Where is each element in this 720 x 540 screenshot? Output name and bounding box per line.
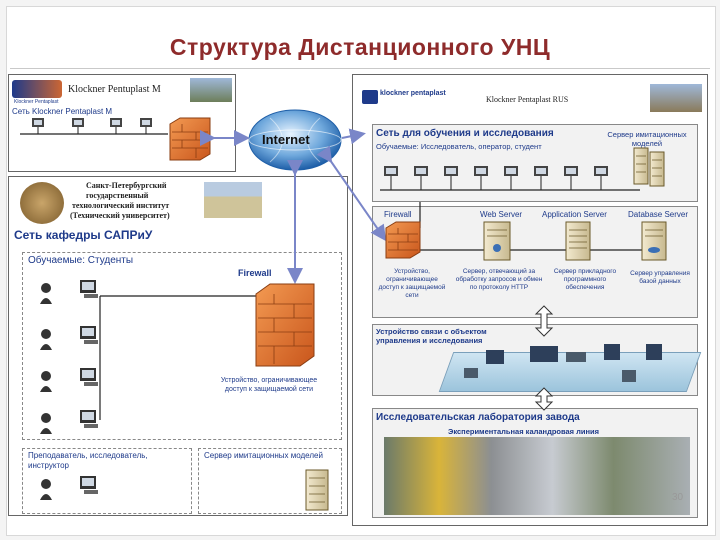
computer-icon (564, 166, 578, 190)
web-server-icon (483, 221, 511, 261)
klockner-m-logo-text: Klockner Pentaplast (14, 99, 59, 105)
klockner-rus-building-photo (650, 84, 702, 112)
klockner-rus-logo-text: klockner pentaplast (380, 90, 446, 97)
klockner-m-network (20, 117, 211, 161)
university-name-line3: технологический институт (72, 201, 170, 210)
student-computer-icon (40, 280, 98, 304)
university-name-line4: (Технический университет) (70, 211, 170, 220)
rus-firewall-icon (385, 221, 421, 259)
computer-icon (140, 118, 152, 134)
firewall-icon (169, 117, 211, 161)
teacher-computer-icon (40, 476, 98, 500)
dept-network-label: Сеть кафедры САПРиУ (14, 228, 153, 242)
connection-arrows (200, 128, 387, 284)
klockner-m-company: Klockner Pentuplast M (68, 84, 161, 95)
university-emblem-icon (20, 182, 64, 224)
klockner-m-building-photo (190, 78, 232, 102)
sim-server-icon (305, 469, 329, 511)
research-network (380, 147, 665, 191)
university-name-line1: Санкт-Петербургский (86, 181, 167, 190)
vertical-link-arrows (534, 305, 554, 411)
computer-icon (594, 166, 608, 190)
db-server-icon (641, 221, 667, 261)
teacher-zone (22, 448, 192, 514)
computer-icon (444, 166, 458, 190)
university-building-photo (204, 182, 262, 218)
research-sim-server-icon (633, 147, 665, 187)
student-computer-icon (40, 410, 98, 434)
app-server-icon (565, 221, 591, 261)
server-name-firewall: Firewall (384, 210, 412, 219)
server-caption-app: Сервер прикладного программного обеспече… (553, 268, 617, 291)
teacher-label: Преподаватель, исследователь, инструктор (28, 451, 148, 470)
klockner-rus-logo-icon (362, 90, 378, 104)
computer-icon (72, 118, 84, 134)
server-name-db: Database Server (628, 210, 689, 219)
student-computer-icon (40, 326, 98, 350)
page-title: Структура Дистанционного УНЦ (169, 34, 551, 60)
server-name-app: Application Server (542, 210, 607, 219)
computer-icon (414, 166, 428, 190)
research-sim-server-label: Сервер имитационных моделей (607, 130, 687, 148)
students-network (40, 280, 329, 511)
server-name-web: Web Server (480, 210, 523, 219)
computer-icon (474, 166, 488, 190)
computer-icon (110, 118, 122, 134)
computer-icon (534, 166, 548, 190)
control-devices (464, 344, 662, 382)
klockner-m-logo-icon (12, 80, 62, 98)
factory-lab-photo (384, 437, 690, 515)
dept-firewall-caption: Устройство, ограничивающее доступ к защи… (220, 377, 318, 393)
sim-server-label-left: Сервер имитационных моделей (204, 451, 323, 460)
computer-icon (384, 166, 398, 190)
factory-lab-subtitle: Экспериментальная каландровая линия (448, 427, 600, 436)
dept-firewall-icon (255, 283, 315, 367)
dept-firewall-label: Firewall (238, 268, 272, 278)
factory-lab-title: Исследовательская лаборатория завода (376, 412, 580, 423)
klockner-rus-company: Klockner Pentaplast RUS (486, 95, 569, 104)
servers-row (385, 202, 667, 261)
research-network-label: Сеть для обучения и исследования (376, 128, 554, 139)
server-caption-firewall: Устройство, ограничивающее доступ к защи… (378, 268, 446, 299)
students-label: Обучаемые: Студенты (28, 255, 134, 266)
title-divider (10, 68, 710, 69)
klockner-m-network-label: Сеть Klockner Pentaplast M (12, 107, 113, 116)
student-computer-icon (40, 368, 98, 392)
server-caption-db: Сервер управления базой данных (630, 270, 690, 285)
computer-icon (32, 118, 44, 134)
page-number: 30 (672, 492, 684, 503)
university-name-line2: государственный (86, 191, 149, 200)
internet-label: Internet (262, 132, 310, 147)
control-link-label: Устройство связи с объектом управления и… (376, 327, 487, 345)
computer-icon (504, 166, 518, 190)
research-learners-label: Обучаемые: Исследователь, оператор, студ… (376, 142, 542, 151)
server-caption-web: Сервер, отвечающий за обработку запросов… (455, 268, 543, 291)
internet-globe-icon: Internet (248, 109, 342, 171)
